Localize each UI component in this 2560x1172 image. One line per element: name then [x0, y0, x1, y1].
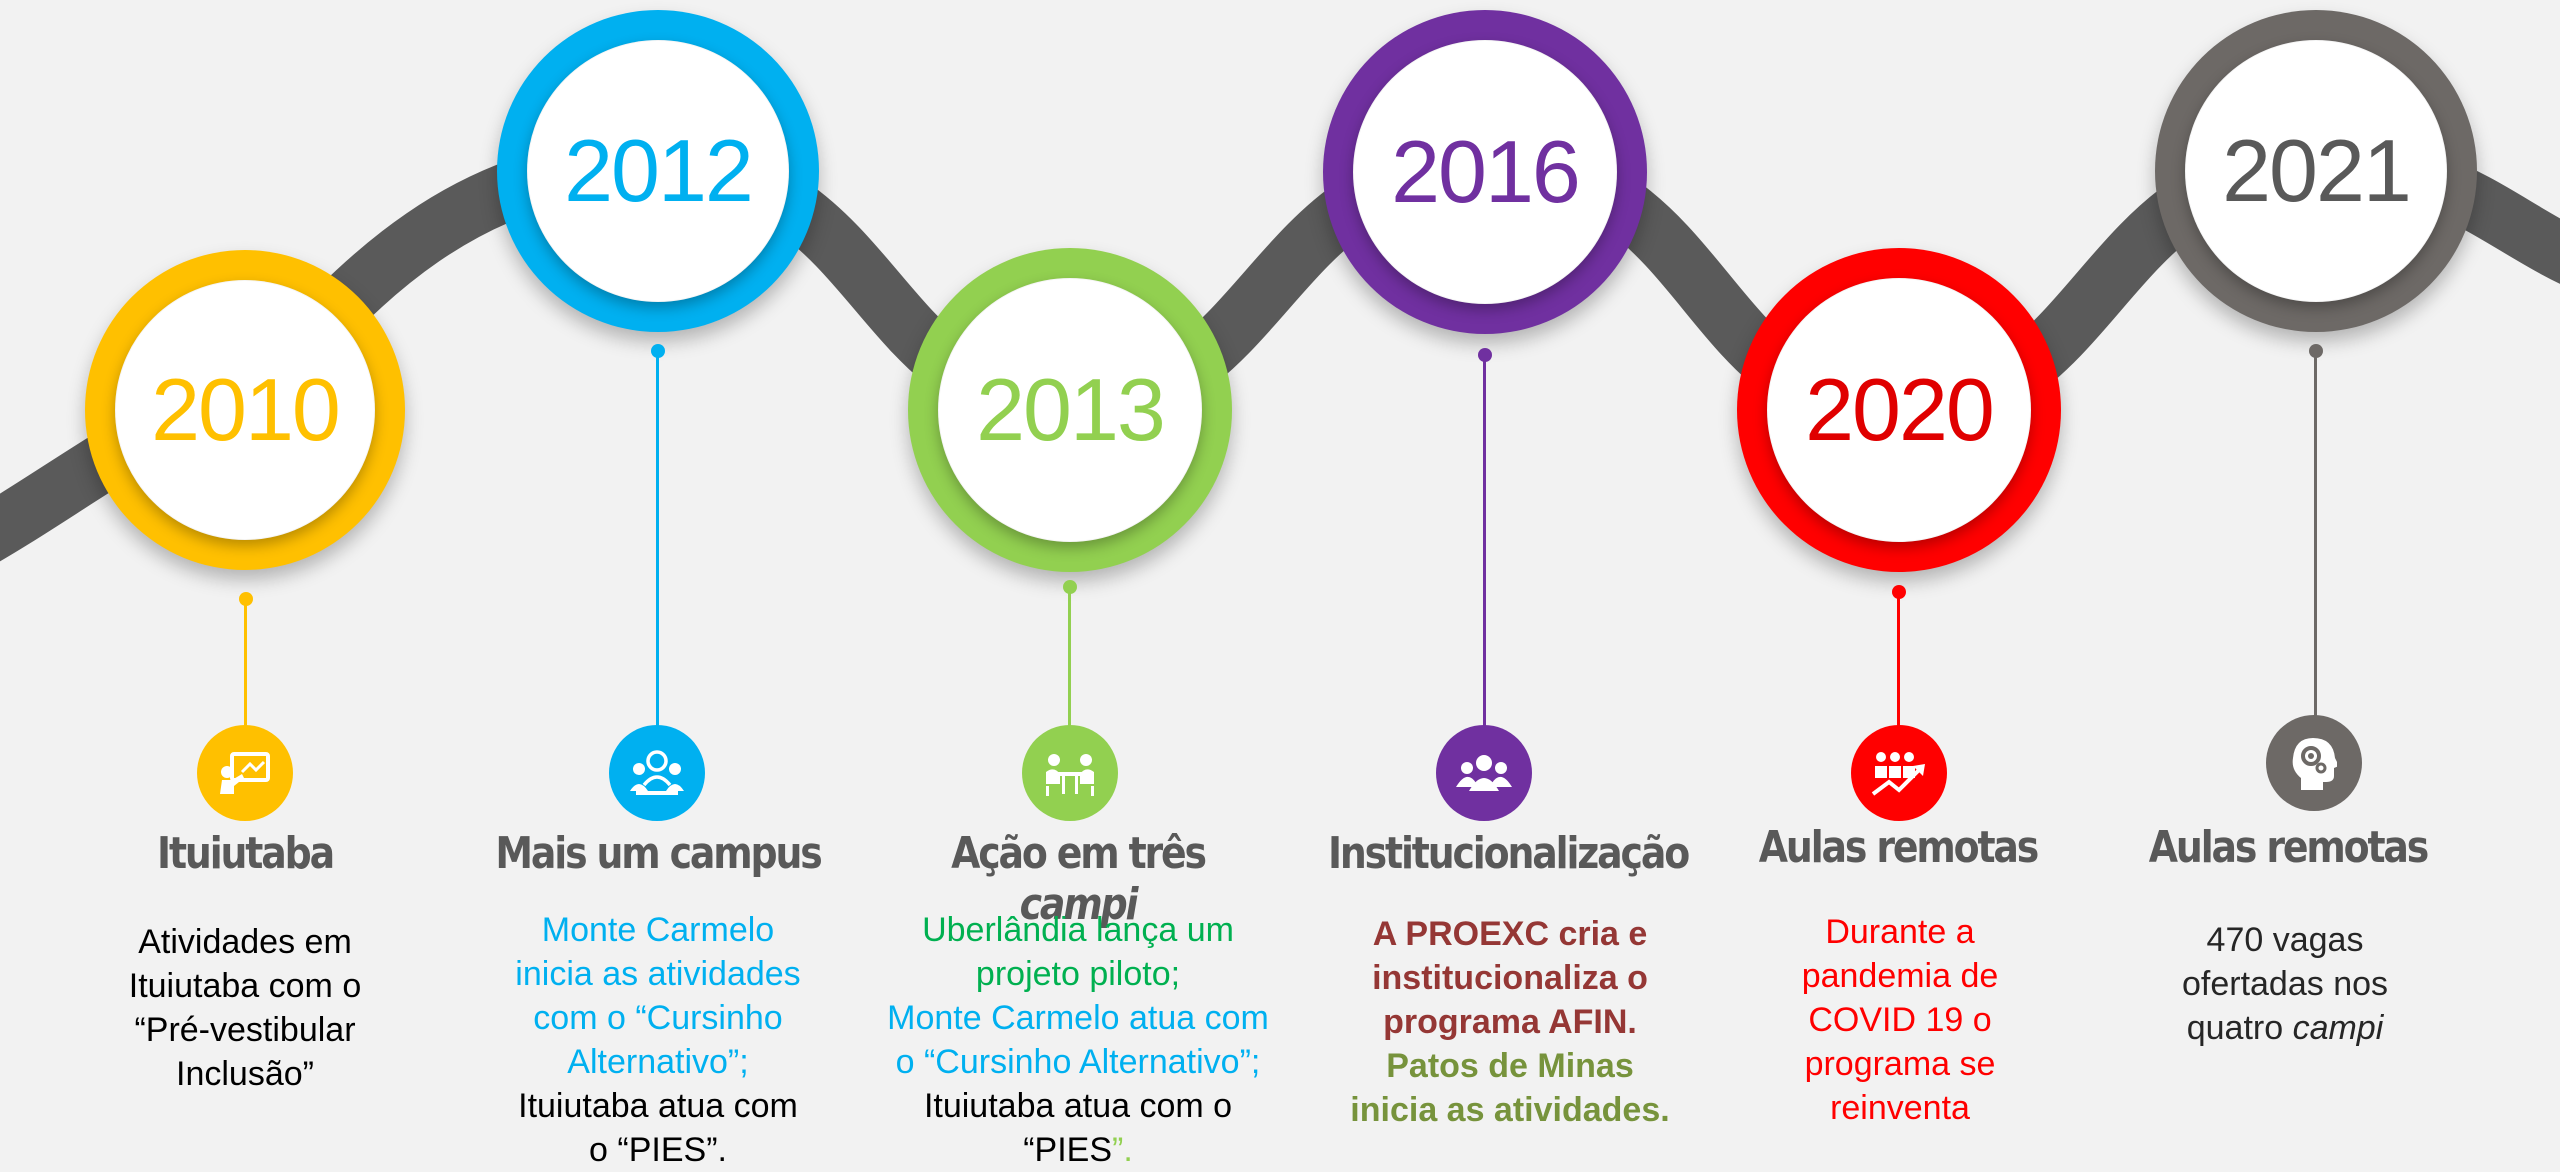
- year-circle-2010: 2010: [85, 250, 405, 570]
- connector-line: [656, 352, 659, 732]
- year-circle-2012: 2012: [497, 10, 819, 332]
- year-label-2021: 2021: [2222, 121, 2412, 220]
- connector-line: [2314, 352, 2317, 722]
- year-label-2012: 2012: [564, 121, 754, 220]
- connector-line: [1068, 588, 1071, 728]
- connector-dot: [1063, 580, 1077, 594]
- connector-line: [1897, 593, 1900, 730]
- year-label-2010: 2010: [151, 360, 341, 459]
- year-label-2016: 2016: [1391, 122, 1581, 221]
- connector-dot: [2309, 344, 2323, 358]
- connector-dot: [1478, 348, 1492, 362]
- connector-dot: [651, 344, 665, 358]
- year-circle-2016: 2016: [1323, 10, 1647, 334]
- milestone-description: Atividades em Ituiutaba com o “Pré-vesti…: [128, 923, 362, 1093]
- milestone-title: Ação em três campi: [951, 828, 1207, 930]
- group-icon: [1436, 725, 1532, 821]
- growth-team-icon: [1851, 725, 1947, 821]
- milestone-title: Ituiutaba: [157, 828, 335, 879]
- milestone-description: Monte Carmelo inicia as atividades com o…: [515, 911, 801, 1169]
- team-meeting-icon: [609, 725, 705, 821]
- milestone-title: Mais um campus: [495, 828, 822, 879]
- connector-dot: [1892, 585, 1906, 599]
- milestone-description: Uberlândia lança um projeto piloto; Mont…: [887, 911, 1269, 1169]
- year-circle-2020: 2020: [1737, 248, 2061, 572]
- year-label-2013: 2013: [976, 360, 1166, 459]
- milestone-title: Aulas remotas: [2148, 822, 2430, 873]
- year-circle-2013: 2013: [908, 248, 1232, 572]
- milestone-description: 470 vagas ofertadas nos quatro campi: [2181, 921, 2389, 1047]
- presentation-icon: [197, 725, 293, 821]
- milestone-title: Institucionalização: [1327, 828, 1690, 879]
- connector-line: [244, 600, 247, 730]
- milestone-description: Durante a pandemia de COVID 19 o program…: [1801, 913, 1999, 1127]
- milestone-title: Aulas remotas: [1758, 822, 2040, 873]
- connector-line: [1483, 356, 1486, 730]
- milestone-description: A PROEXC cria e institucionaliza o progr…: [1350, 915, 1670, 1129]
- desk-people-icon: [1022, 725, 1118, 821]
- year-circle-2021: 2021: [2155, 10, 2477, 332]
- head-gears-icon: [2266, 715, 2362, 811]
- connector-dot: [239, 592, 253, 606]
- year-label-2020: 2020: [1805, 360, 1995, 459]
